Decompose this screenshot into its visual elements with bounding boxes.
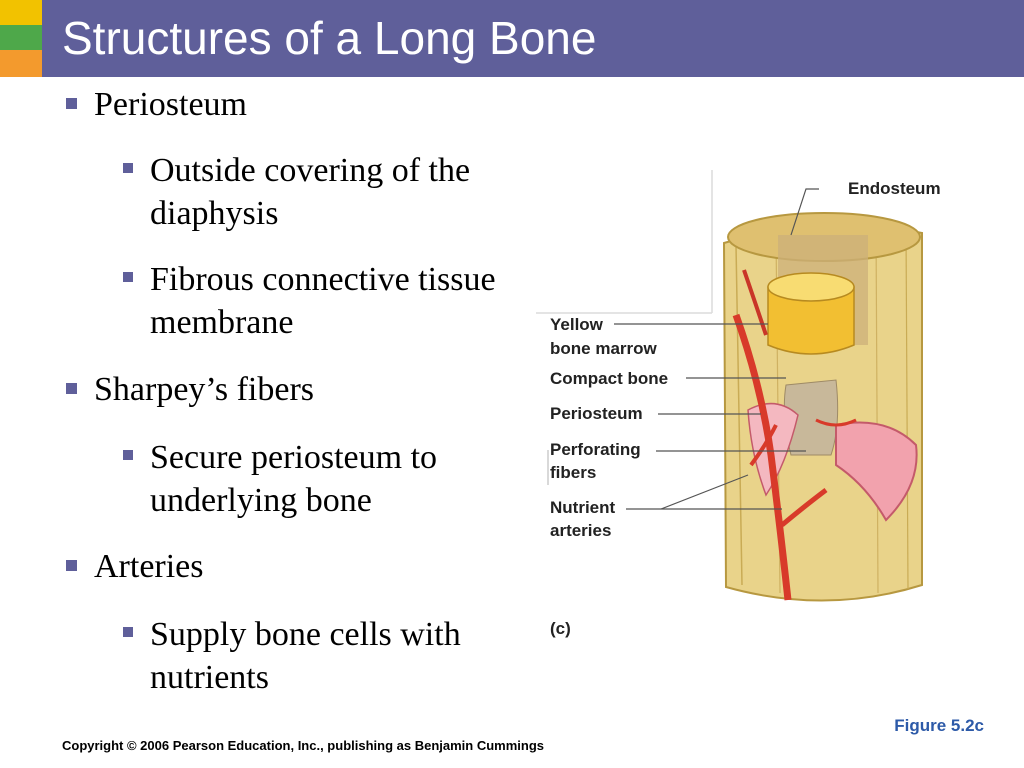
bullet-item: Arteries <box>66 545 204 588</box>
sub-bullet-text: Outside covering of the diaphysis <box>150 152 471 232</box>
yellow-accent-swatch <box>0 0 42 25</box>
copyright-notice: Copyright © 2006 Pearson Education, Inc.… <box>62 738 544 753</box>
square-bullet-icon <box>66 560 77 571</box>
bullet-text: Arteries <box>94 548 204 585</box>
perforating-fibers-label-line2: fibers <box>550 463 597 482</box>
sub-bullet-text: Fibrous connective tissue membrane <box>150 261 496 341</box>
sub-bullet-item: Supply bone cells with nutrients <box>123 613 510 699</box>
square-bullet-icon <box>123 450 133 460</box>
compact-bone-label: Compact bone <box>550 369 669 388</box>
sub-bullet-item: Outside covering of the diaphysis <box>123 149 510 235</box>
sub-bullet-item: Fibrous connective tissue membrane <box>123 258 510 344</box>
bullet-item: Periosteum <box>66 83 247 126</box>
title-bar: Structures of a Long Bone <box>0 0 1024 77</box>
yellow-bone-marrow-label: Yellow <box>550 315 603 334</box>
nutrient-arteries-label: Nutrient <box>550 498 616 517</box>
sub-bullet-item: Secure periosteum to underlying bone <box>123 436 510 522</box>
green-accent-swatch <box>0 25 42 50</box>
long-bone-figure: Endosteum Yellow bone marrow Compact bon… <box>536 165 1006 650</box>
endosteum-label: Endosteum <box>848 179 941 198</box>
orange-accent-swatch <box>0 50 42 77</box>
square-bullet-icon <box>123 272 133 282</box>
slide-title: Structures of a Long Bone <box>62 12 597 64</box>
sub-bullet-text: Secure periosteum to underlying bone <box>150 439 438 519</box>
perforating-fibers-label: Perforating <box>550 440 641 459</box>
nutrient-arteries-label-line2: arteries <box>550 521 612 540</box>
bullet-text: Sharpey’s fibers <box>94 371 315 408</box>
bullet-item: Sharpey’s fibers <box>66 368 315 411</box>
square-bullet-icon <box>66 383 77 394</box>
sub-bullet-text: Supply bone cells with nutrients <box>150 616 461 696</box>
long-bone-illustration <box>536 170 923 602</box>
square-bullet-icon <box>123 163 133 173</box>
bullet-text: Periosteum <box>94 86 247 123</box>
yellow-bone-marrow-label-line2: bone marrow <box>550 339 657 358</box>
panel-label: (c) <box>550 619 571 638</box>
square-bullet-icon <box>66 98 77 109</box>
periosteum-label: Periosteum <box>550 404 643 423</box>
figure-caption: Figure 5.2c <box>894 716 984 735</box>
square-bullet-icon <box>123 627 133 637</box>
